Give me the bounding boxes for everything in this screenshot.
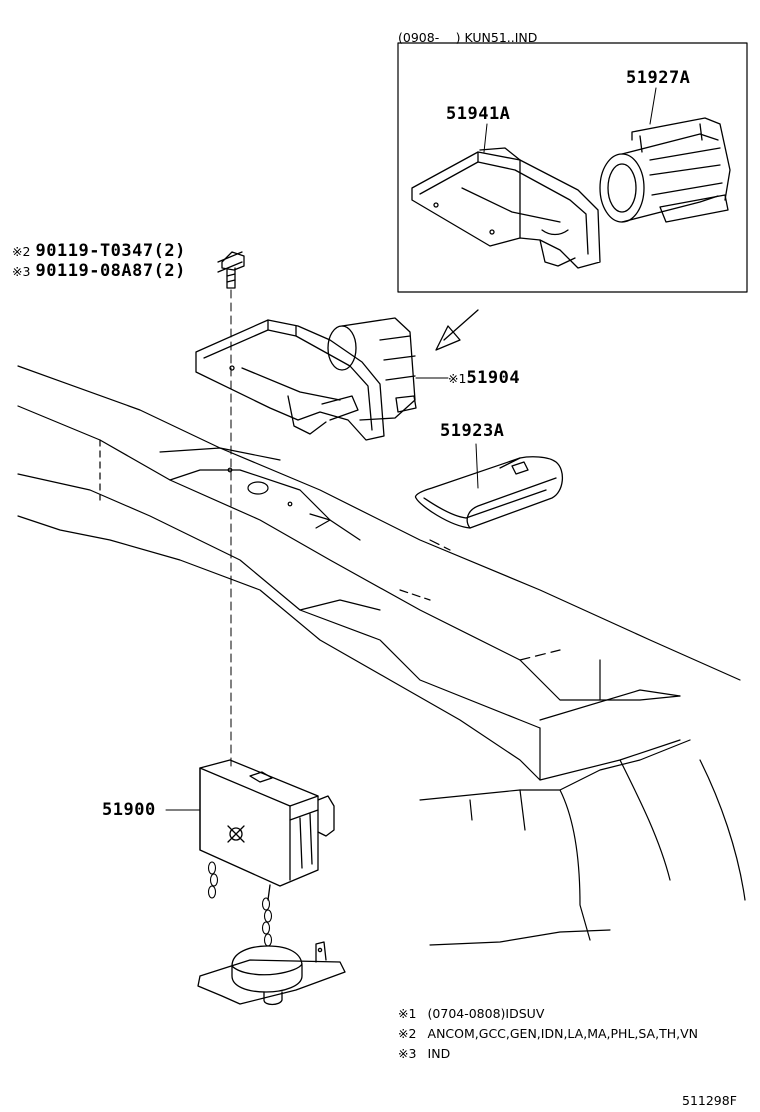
bolt-line1-part: 90119-T0347(2) (35, 241, 186, 261)
footnote-3-mark: ※3 (398, 1046, 417, 1061)
bracket-51904-drawing (195, 317, 417, 441)
inset-header: (0908- ) KUN51..IND (398, 30, 538, 45)
bolt-label-line1: ※2 90119-T0347(2) (12, 241, 186, 261)
footnote-3-text: IND (427, 1046, 451, 1061)
footnote-1-text: (0704-0808)IDSUV (427, 1006, 545, 1021)
part-label-51927a: 51927A (626, 68, 691, 88)
bracket-51941a-drawing (411, 147, 601, 269)
bolt-line2-part: 90119-08A87(2) (35, 261, 186, 281)
frame-rail-drawing (17, 365, 741, 781)
inset-frame (397, 42, 748, 293)
inset-arrow (435, 309, 479, 351)
part-51904-number: 51904 (466, 368, 521, 388)
footnote-1: ※1 (0704-0808)IDSUV (398, 1003, 544, 1022)
part-label-51941a: 51941A (446, 104, 511, 124)
bolt-line1-mark: ※2 (12, 244, 31, 259)
bolt-drawing (217, 251, 245, 289)
body-panel-drawing (419, 739, 746, 946)
figure-id: 511298F (682, 1093, 737, 1108)
part-label-51900: 51900 (102, 800, 156, 820)
footnote-2: ※2 ANCOM,GCC,GEN,IDN,LA,MA,PHL,SA,TH,VN (398, 1023, 698, 1042)
footnote-3: ※3 IND (398, 1043, 450, 1062)
stopper-51927a-drawing (599, 117, 731, 223)
footnote-1-mark: ※1 (398, 1006, 417, 1021)
part-label-51923a: 51923A (440, 421, 505, 441)
protector-51923a-drawing (414, 456, 563, 529)
chain-drawing (207, 861, 273, 947)
footnote-2-text: ANCOM,GCC,GEN,IDN,LA,MA,PHL,SA,TH,VN (427, 1026, 698, 1041)
carrier-winch-51900-drawing (199, 759, 335, 901)
part-51904-mark: ※1 (448, 371, 467, 386)
bolt-label-line2: ※3 90119-08A87(2) (12, 261, 186, 281)
part-label-51904: ※151904 (448, 368, 520, 388)
bolt-line2-mark: ※3 (12, 264, 31, 279)
footnote-2-mark: ※2 (398, 1026, 417, 1041)
hanger-plate-drawing (197, 941, 346, 1006)
